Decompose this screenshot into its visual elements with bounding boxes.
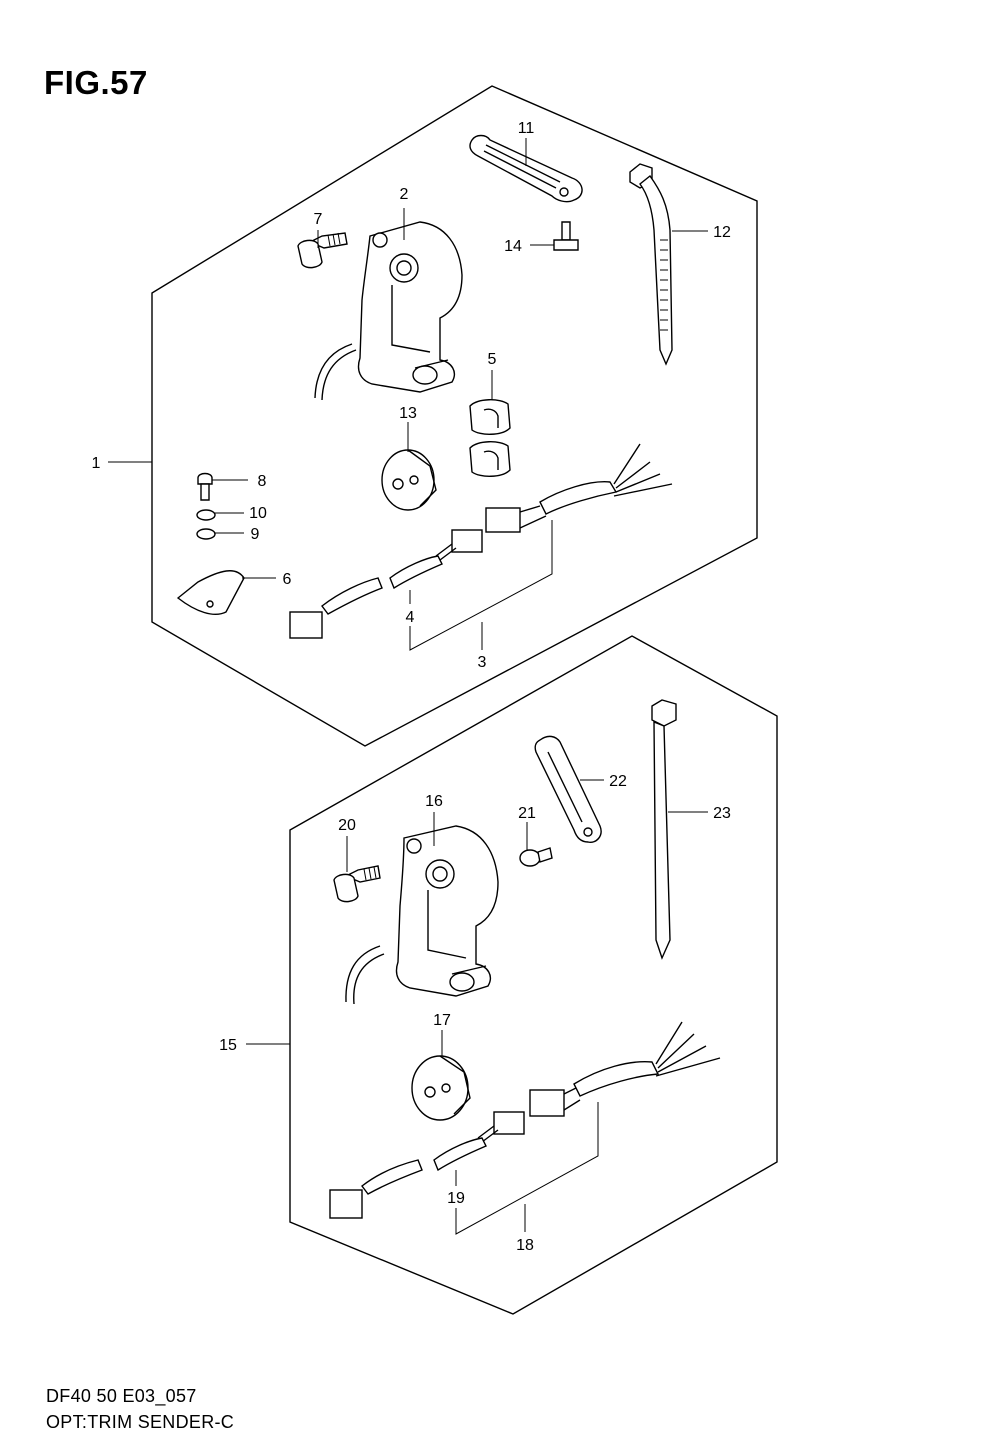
callout-20: 20 bbox=[338, 817, 356, 834]
grommet-part bbox=[469, 399, 511, 477]
callout-19: 19 bbox=[447, 1190, 465, 1207]
sender-cam-part bbox=[381, 449, 437, 511]
trim-sender-part-lower bbox=[345, 825, 499, 1005]
callout-14: 14 bbox=[504, 238, 522, 255]
callout-22: 22 bbox=[609, 773, 627, 790]
callout-16: 16 bbox=[425, 793, 443, 810]
callout-13: 13 bbox=[399, 405, 417, 422]
lower-assembly-group bbox=[246, 635, 778, 1315]
figure-name: OPT:TRIM SENDER-C bbox=[46, 1412, 235, 1432]
washer-part bbox=[196, 528, 216, 540]
bracket-strap-part-lower bbox=[534, 735, 602, 843]
callout-5: 5 bbox=[488, 351, 497, 368]
callout-23: 23 bbox=[713, 805, 731, 822]
callout-2: 2 bbox=[400, 186, 409, 203]
callout-11: 11 bbox=[518, 120, 535, 137]
callout-12: 12 bbox=[713, 224, 731, 241]
callout-17: 17 bbox=[433, 1012, 451, 1029]
callout-7: 7 bbox=[314, 211, 323, 228]
trim-sender-part bbox=[314, 221, 463, 401]
callout-8: 8 bbox=[258, 473, 267, 490]
sender-cam-part-lower bbox=[411, 1055, 471, 1121]
figure-title: FIG.57 bbox=[44, 64, 148, 101]
callout-1: 1 bbox=[92, 455, 101, 472]
callout-3: 3 bbox=[478, 654, 487, 671]
callout-labels: 1 2 3 4 5 6 7 8 9 10 11 12 13 14 15 16 1… bbox=[92, 120, 731, 1254]
wiring-harness-part-lower bbox=[329, 1021, 721, 1219]
callout-4: 4 bbox=[406, 609, 415, 626]
cable-tie-part bbox=[629, 163, 673, 366]
clamp-part bbox=[176, 570, 245, 616]
bolt-part-lower bbox=[333, 865, 381, 903]
upper-assembly-boundary bbox=[151, 85, 758, 747]
wiring-harness-part bbox=[289, 443, 673, 639]
lower-assembly-boundary bbox=[289, 635, 778, 1315]
bolt-part bbox=[297, 232, 348, 269]
callout-21: 21 bbox=[518, 805, 536, 822]
lock-washer-part bbox=[196, 509, 216, 521]
callout-10: 10 bbox=[249, 505, 267, 522]
small-bolt-part bbox=[197, 472, 213, 501]
callout-6: 6 bbox=[283, 571, 292, 588]
screw-part bbox=[553, 221, 579, 251]
callout-15: 15 bbox=[219, 1037, 237, 1054]
bracket-strap-part bbox=[469, 134, 583, 203]
upper-assembly-group bbox=[108, 85, 758, 747]
callout-9: 9 bbox=[251, 526, 260, 543]
callout-18: 18 bbox=[516, 1237, 534, 1254]
screw-part-lower bbox=[519, 847, 553, 867]
figure-code: DF40 50 E03_057 bbox=[46, 1386, 197, 1406]
cable-tie-part-lower bbox=[651, 699, 677, 960]
